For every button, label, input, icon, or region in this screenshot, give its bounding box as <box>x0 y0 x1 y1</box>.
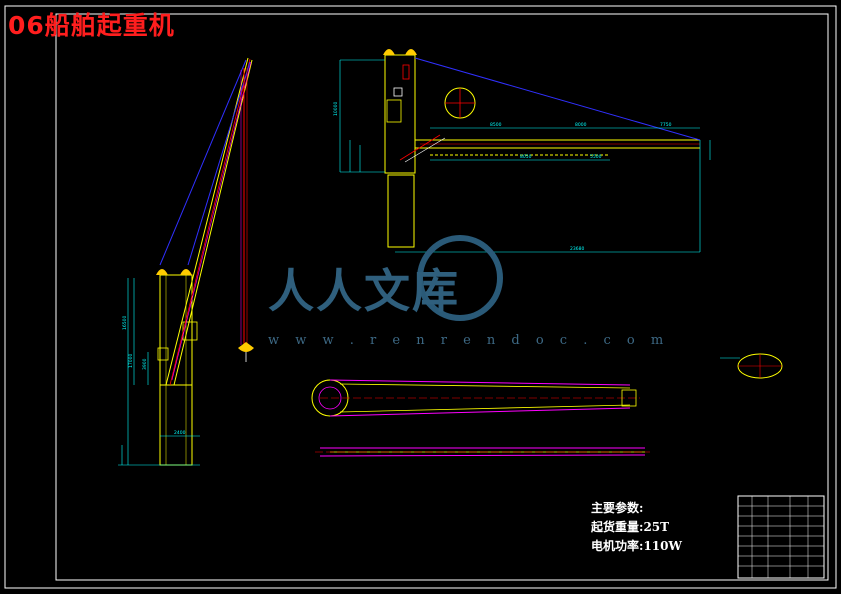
watermark-text: 人人文库 <box>268 264 460 318</box>
lift-capacity-row: 起货重量:25T <box>591 518 682 537</box>
plan-dimension-label: 10000 <box>333 102 339 116</box>
side-elevation <box>118 57 254 466</box>
plan-dimension-label: 5500 <box>590 154 602 160</box>
side-dimension-label: 17000 <box>128 354 134 368</box>
plan-dimension-label: 8000 <box>575 122 587 128</box>
boom-plan-detail <box>315 447 650 457</box>
motor-power-value: 110W <box>643 539 682 553</box>
plan-dimension-label: 23680 <box>570 246 584 252</box>
plan-dimension-label: 8500 <box>490 122 502 128</box>
lift-capacity-label: 起货重量: <box>591 520 644 534</box>
motor-power-label: 电机功率: <box>591 539 644 553</box>
drawing-title: 06船舶起重机 <box>8 11 175 40</box>
inner-frame <box>55 13 829 581</box>
watermark-url: w w w . r e n r e n d o c . c o m <box>268 333 670 348</box>
plan-dimension-label: 8050 <box>520 154 532 160</box>
hook-detail <box>720 353 783 379</box>
params-heading: 主要参数: <box>591 501 644 515</box>
side-dimension-label: 2400 <box>174 430 186 436</box>
watermark-circle <box>417 235 503 321</box>
motor-power-row: 电机功率:110W <box>591 537 682 556</box>
side-dimension-label: 16500 <box>122 316 128 330</box>
boom-detail <box>311 379 640 417</box>
side-dimension-label: 3900 <box>142 358 148 370</box>
plan-view <box>339 49 711 253</box>
plan-dimension-label: 7750 <box>660 122 672 128</box>
parameter-notes: 主要参数: 起货重量:25T 电机功率:110W <box>591 499 682 556</box>
outer-frame <box>4 5 837 589</box>
lift-capacity-value: 25T <box>643 520 670 534</box>
title-block <box>737 495 825 579</box>
